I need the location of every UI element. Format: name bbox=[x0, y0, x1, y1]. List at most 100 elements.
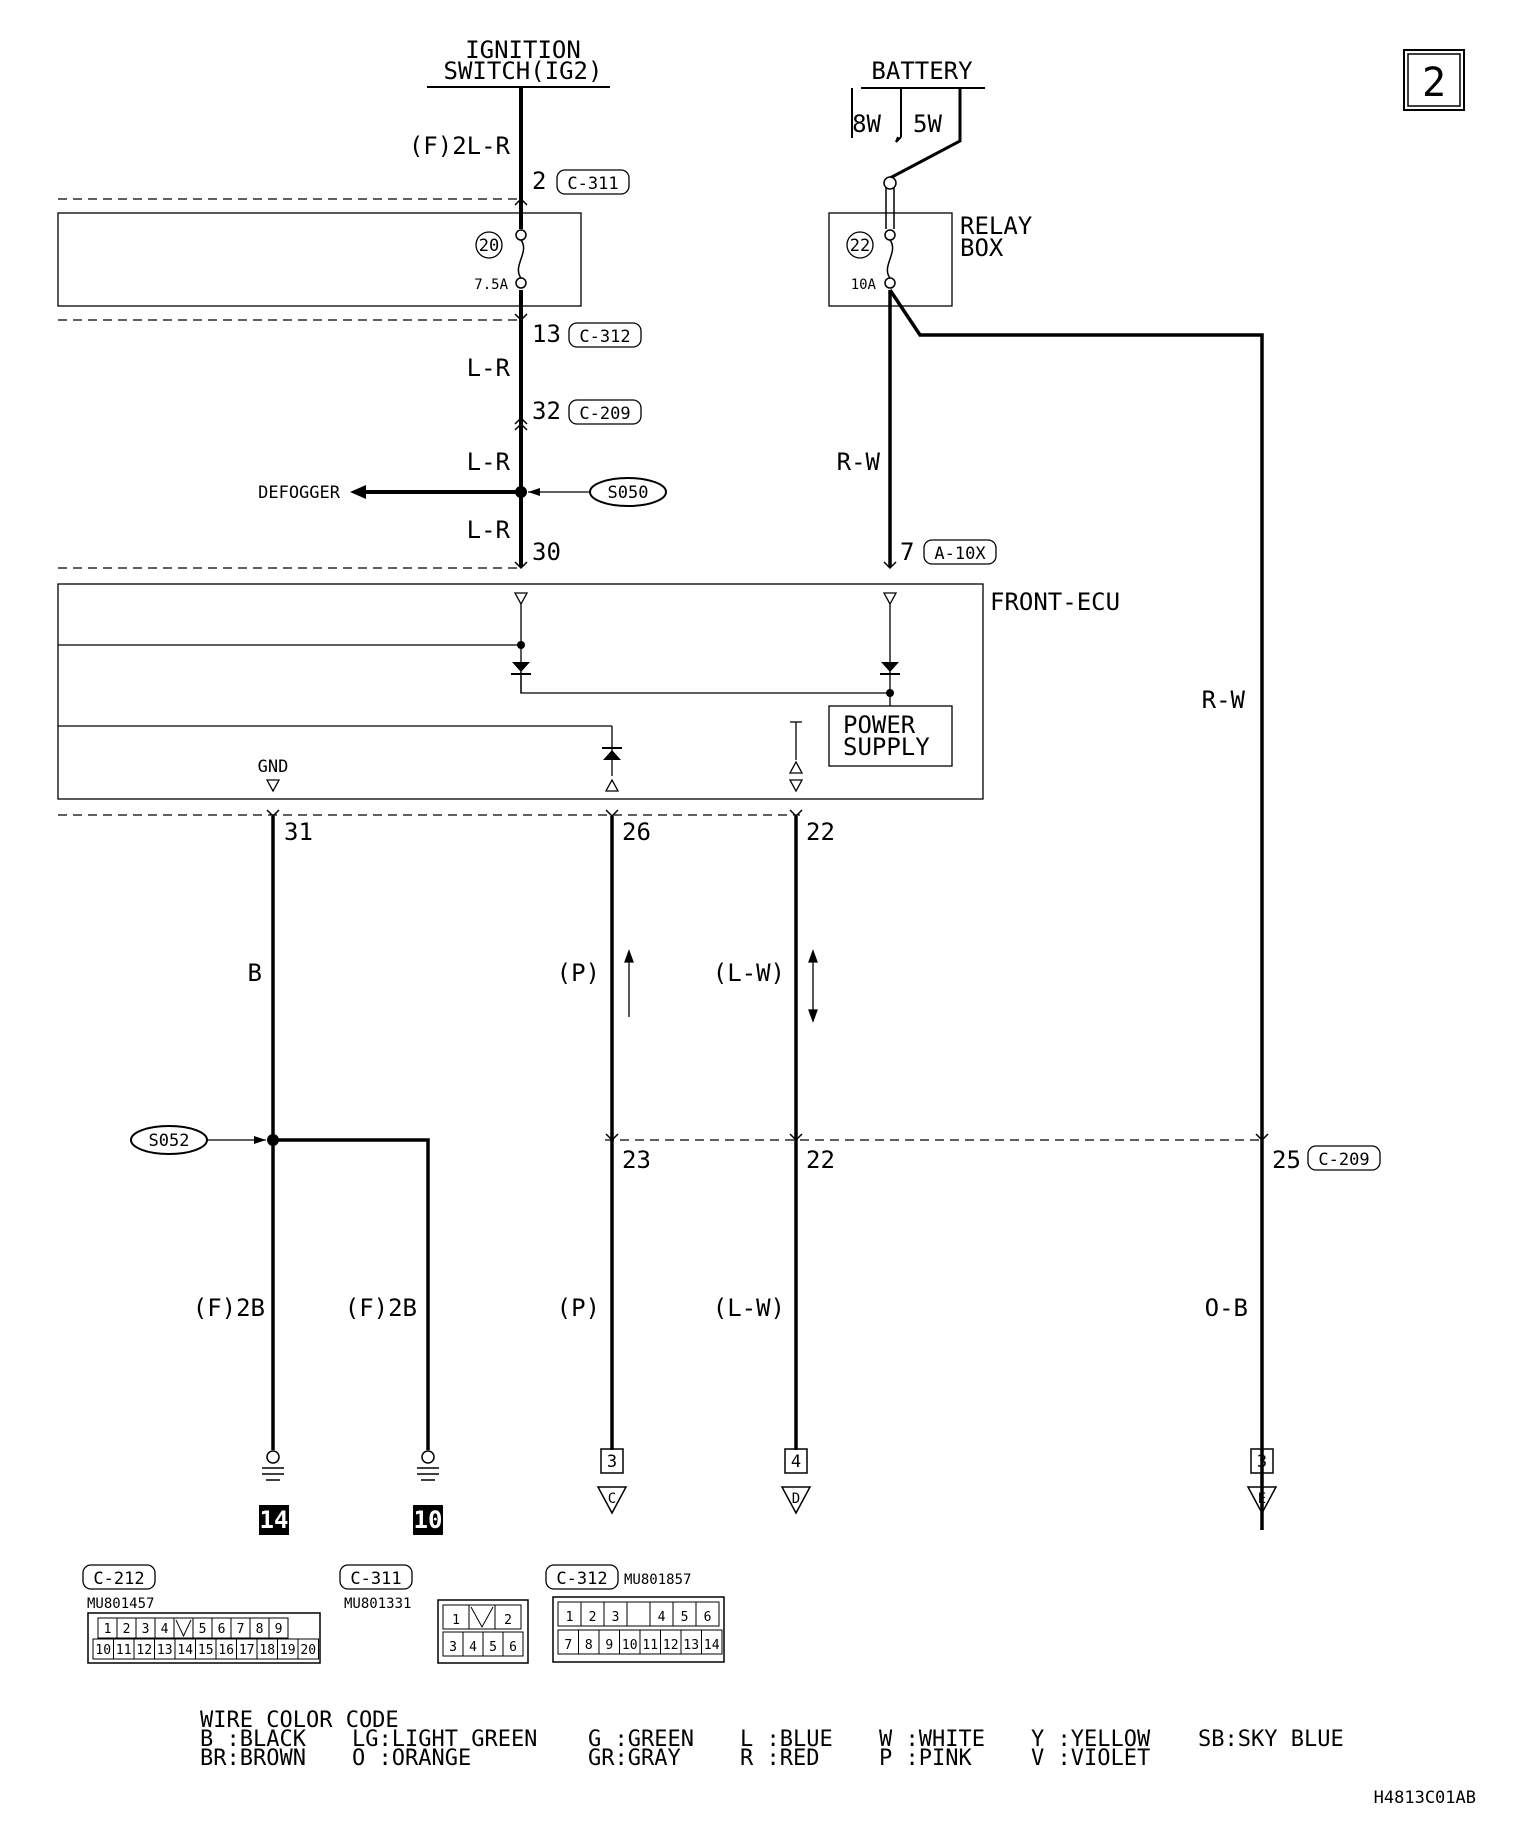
connector-pin-label: 4 bbox=[469, 1640, 477, 1655]
connector-pin-label: 5 bbox=[489, 1640, 497, 1655]
connector-dash-lines bbox=[58, 198, 1262, 1141]
fuse-22-number: 22 bbox=[850, 236, 870, 256]
connector-key-mark bbox=[470, 1606, 494, 1629]
fuse-20-rating: 7.5A bbox=[474, 277, 508, 293]
connector-cell bbox=[502, 1631, 524, 1657]
svg-text:MU801331: MU801331 bbox=[344, 1596, 411, 1612]
ground-14: 14 bbox=[259, 1450, 289, 1535]
connector-pin-label: 17 bbox=[239, 1643, 255, 1658]
connector-cell bbox=[297, 1638, 319, 1660]
gnd-label: GND bbox=[258, 757, 289, 777]
front-ecu-box bbox=[57, 583, 984, 800]
connector-pin-label: 4 bbox=[658, 1610, 666, 1625]
svg-text:C-312: C-312 bbox=[556, 1569, 607, 1589]
connector-cell bbox=[468, 1604, 496, 1630]
battery-title: BATTERY bbox=[871, 57, 973, 85]
connector-tag-c312: C-312 bbox=[568, 322, 642, 348]
connector-pin-label: 13 bbox=[157, 1643, 173, 1658]
svg-text:R :RED: R :RED bbox=[740, 1746, 819, 1771]
ground-10-number: 10 bbox=[414, 1506, 443, 1534]
svg-text:W :WHITE: W :WHITE bbox=[879, 1727, 985, 1752]
defogger-branch: DEFOGGER bbox=[258, 483, 527, 503]
front-ecu-label: FRONT-ECU bbox=[990, 588, 1120, 616]
power-supply-box bbox=[828, 705, 953, 767]
wire-label-rw-1: R-W bbox=[837, 448, 881, 476]
connector-pin-label: 1 bbox=[566, 1610, 574, 1625]
connector-pin-label: 12 bbox=[663, 1638, 679, 1653]
connector-pin-label: 7 bbox=[237, 1622, 245, 1637]
ignition-title-1: IGNITION bbox=[465, 36, 581, 64]
connector-pin-label: 2 bbox=[504, 1613, 512, 1628]
defogger-label: DEFOGGER bbox=[258, 483, 341, 503]
ecu-junction-1 bbox=[517, 641, 525, 649]
svg-text:L :BLUE: L :BLUE bbox=[740, 1727, 833, 1752]
connector-pin-label: 15 bbox=[198, 1643, 214, 1658]
connector-pin-label: 7 bbox=[564, 1638, 572, 1653]
connector-pin-label: 2 bbox=[123, 1622, 131, 1637]
wire-label-ob: O-B bbox=[1205, 1294, 1248, 1322]
wire-label-f2b-1: (F)2B bbox=[193, 1294, 265, 1322]
power-supply-label-1: POWER bbox=[843, 711, 916, 739]
wire-label-rw-2: R-W bbox=[1202, 686, 1246, 714]
connector-pin-label: 13 bbox=[683, 1638, 699, 1653]
svg-text:MU801457: MU801457 bbox=[87, 1596, 154, 1612]
connector-pin-label: 1 bbox=[452, 1613, 460, 1628]
wire-label-p-2: (P) bbox=[557, 1294, 600, 1322]
wire-label-f2b-2: (F)2B bbox=[345, 1294, 417, 1322]
svg-text:P :PINK: P :PINK bbox=[879, 1746, 972, 1771]
connector-pin-label: 9 bbox=[275, 1622, 283, 1637]
bottom-wires bbox=[271, 816, 798, 1450]
ecu-internals bbox=[58, 592, 898, 793]
ground-10: 10 bbox=[413, 1450, 443, 1535]
pin-30: 30 bbox=[532, 538, 561, 566]
pin-7: 7 bbox=[900, 538, 914, 566]
pin-2: 2 bbox=[532, 167, 546, 195]
pin-chevrons bbox=[514, 197, 528, 570]
svg-text:SB:SKY BLUE: SB:SKY BLUE bbox=[1198, 1727, 1344, 1752]
connector-pin-label: 14 bbox=[177, 1643, 193, 1658]
fuse-20: 20 7.5A bbox=[474, 229, 527, 293]
wire-label-lw-2: (L-W) bbox=[713, 1294, 785, 1322]
connector-pin-label: 8 bbox=[256, 1622, 264, 1637]
wire-label-ign: (F)2L-R bbox=[409, 132, 511, 160]
ground-14-number: 14 bbox=[260, 1506, 289, 1534]
fuse-box-ignition bbox=[57, 212, 582, 307]
connector-pin-label: 18 bbox=[259, 1643, 275, 1658]
svg-text:C-209: C-209 bbox=[1318, 1150, 1369, 1170]
connector-pin-label: 3 bbox=[612, 1610, 620, 1625]
connector-pin-label: 1 bbox=[104, 1622, 112, 1637]
svg-text:C-209: C-209 bbox=[579, 404, 630, 424]
connector-pin-label: 19 bbox=[280, 1643, 296, 1658]
connector-pin-label: 14 bbox=[704, 1638, 720, 1653]
svg-text:GR:GRAY: GR:GRAY bbox=[588, 1746, 681, 1771]
connector-cell bbox=[268, 1617, 289, 1639]
connector-pin-label: 8 bbox=[585, 1638, 593, 1653]
battery-wire bbox=[851, 88, 1264, 1530]
connector-pin-label: 3 bbox=[449, 1640, 457, 1655]
connector-tag-a10x: A-10X bbox=[923, 539, 997, 565]
svg-text:B :BLACK: B :BLACK bbox=[200, 1727, 307, 1752]
connector-cell bbox=[695, 1601, 720, 1627]
pin-26: 26 bbox=[622, 818, 651, 846]
connector-pin-label: 16 bbox=[218, 1643, 234, 1658]
battery-wire-8w: 8W bbox=[852, 110, 881, 138]
svg-text:E: E bbox=[1258, 1491, 1266, 1507]
relay-box-label-1: RELAY bbox=[960, 212, 1033, 240]
ecu-junction-2 bbox=[886, 689, 894, 697]
connector-pin-label: 6 bbox=[704, 1610, 712, 1625]
page-number-box: 2 bbox=[1403, 49, 1465, 111]
connector-cell bbox=[626, 1601, 651, 1627]
legend-title: WIRE COLOR CODE bbox=[200, 1708, 399, 1733]
wire-label-lr-1: L-R bbox=[467, 354, 511, 382]
svg-text:D: D bbox=[792, 1491, 800, 1507]
figure-code: H4813C01AB bbox=[1374, 1788, 1476, 1808]
ecu-diodes bbox=[511, 662, 900, 760]
svg-text:3: 3 bbox=[1257, 1452, 1267, 1472]
svg-text:BR:BROWN: BR:BROWN bbox=[200, 1746, 306, 1771]
svg-text:C-312: C-312 bbox=[579, 327, 630, 347]
page-number: 2 bbox=[1422, 60, 1446, 106]
terminal-e: 3 E bbox=[1246, 1448, 1278, 1515]
